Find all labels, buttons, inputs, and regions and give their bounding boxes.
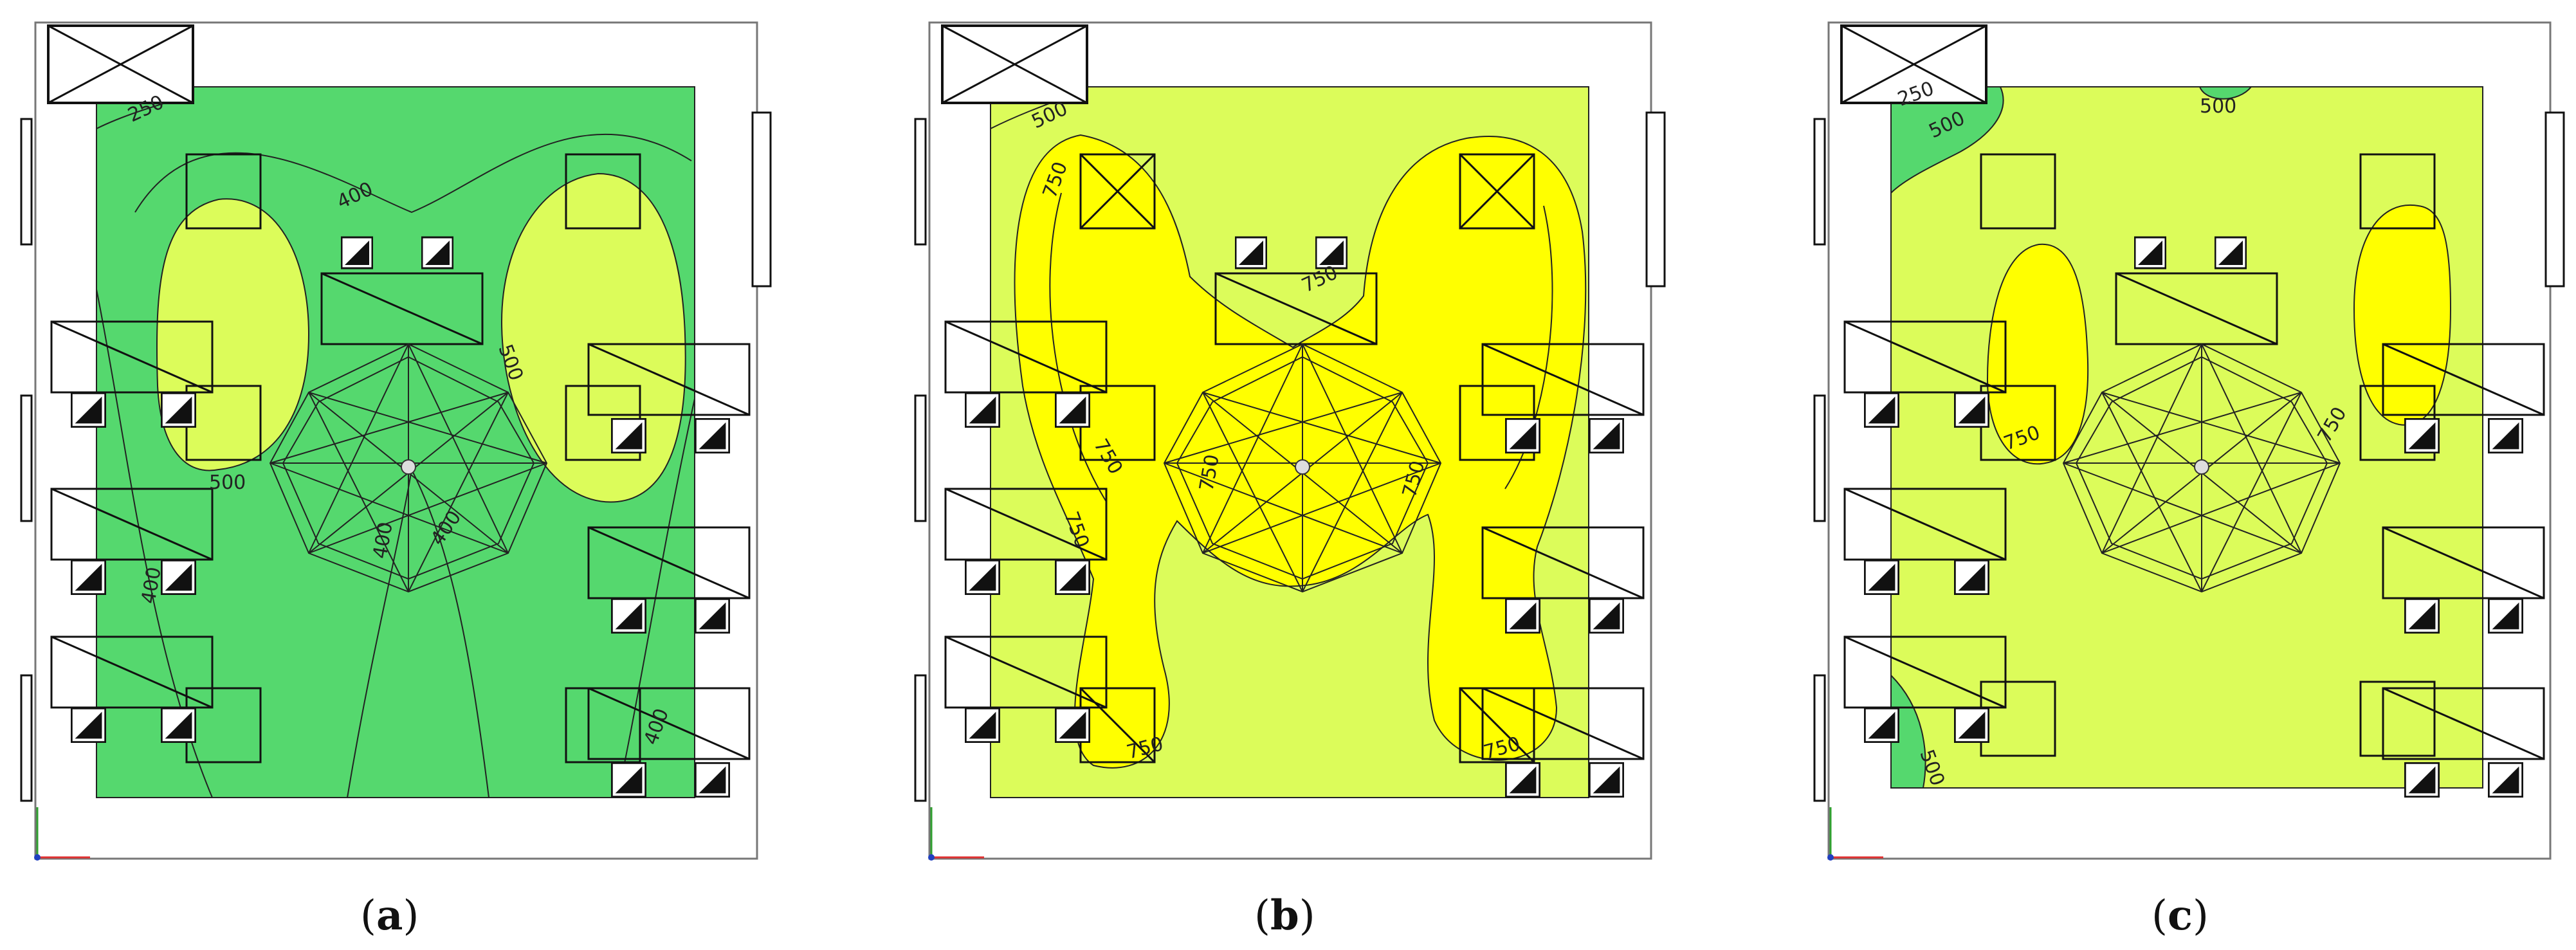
contour-line-750-inner-left	[1049, 192, 1107, 502]
contour-fill-750	[1014, 134, 1587, 769]
window-left-2	[1813, 394, 1826, 522]
contour-fill-250-corner	[1890, 86, 2004, 195]
calc-area	[1890, 86, 2483, 789]
luminaire-hexagon	[1163, 343, 1442, 593]
panel-b: 500 750 750 750 750 750 750 750 750 (b)	[914, 21, 1666, 940]
window-left-1	[20, 118, 33, 246]
window-left-3	[1813, 674, 1826, 802]
window-left-3	[914, 674, 927, 802]
panel-caption: (a)	[360, 891, 419, 940]
window-right-1	[2544, 111, 2565, 288]
window-left-1	[1813, 118, 1826, 246]
contour-fill-750-right	[2353, 204, 2452, 426]
axis-indicator	[1827, 807, 1883, 861]
luminaire-center	[1295, 459, 1310, 475]
furniture	[50, 153, 751, 763]
contour-fill-500-bottom	[1890, 673, 1926, 789]
contour-fill-750-left	[1986, 243, 2089, 465]
contour-label: 500	[2200, 95, 2236, 118]
panel-a: 250 400 500 500 400 400 400 400 (a)	[20, 21, 772, 940]
window-left-2	[20, 394, 33, 522]
window-left-3	[20, 674, 33, 802]
panel-caption: (c)	[2151, 891, 2209, 940]
contour-label: 500	[209, 471, 246, 494]
contour-line-400-right	[617, 398, 695, 798]
furniture	[1843, 153, 2545, 760]
contour-line-750-inner-right	[1504, 205, 1553, 489]
luminaire-hexagon	[269, 343, 548, 593]
furniture	[944, 153, 1645, 763]
window-left-1	[914, 118, 927, 246]
window-left-2	[914, 394, 927, 522]
panel-c: 250 500 500 750 750 500 (c)	[1813, 21, 2565, 940]
contour-fill-500-top	[2198, 86, 2253, 100]
window-right-1	[751, 111, 772, 288]
luminaire-center	[2194, 459, 2209, 475]
luminaire-center	[401, 459, 416, 475]
axis-indicator	[34, 807, 90, 861]
panel-caption: (b)	[1254, 891, 1315, 940]
window-right-1	[1645, 111, 1666, 288]
axis-indicator	[928, 807, 984, 861]
